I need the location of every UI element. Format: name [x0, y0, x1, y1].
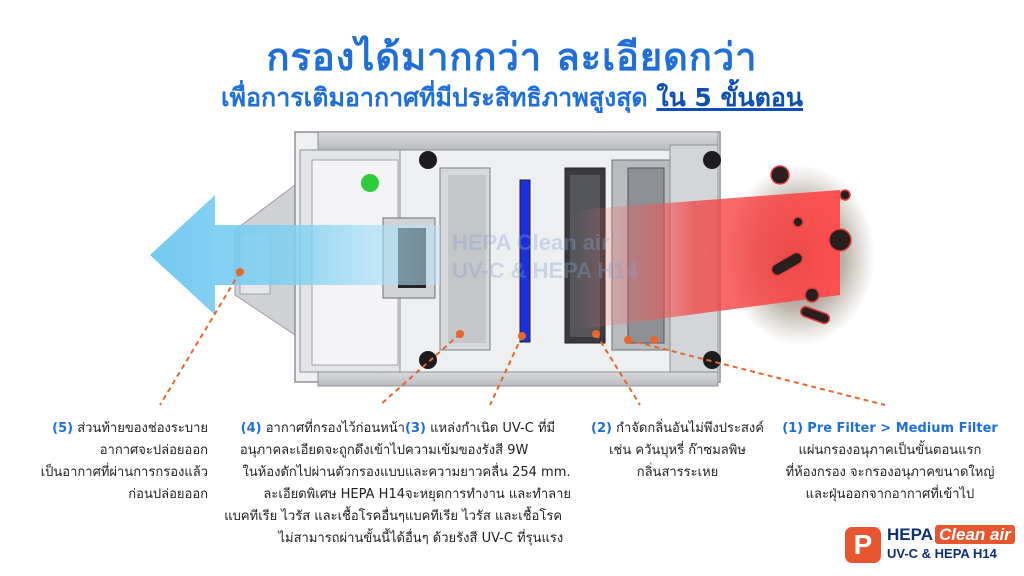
- subtitle-highlight: ใน 5 ขั้นตอน: [656, 83, 803, 112]
- step-2-caption: (2) กำจัดกลิ่นอันไม่พึงประสงค์ เช่น ควัน…: [591, 421, 764, 480]
- page-title: กรองได้มากกว่า ละเอียดกว่า: [266, 35, 758, 79]
- page-subtitle: เพื่อการเติมอากาศที่มีประสิทธิภาพสูงสุด …: [221, 83, 803, 112]
- indicator-light: [361, 174, 379, 192]
- watermark-line2: UV-C & HEPA H14: [452, 258, 639, 283]
- housing-top: [317, 131, 719, 151]
- housing-bottom: [317, 371, 719, 387]
- step-1-caption: (1) Pre Filter > Medium Filter แผ่นกรองอ…: [782, 421, 998, 502]
- leader-dots: [236, 268, 658, 344]
- watermark-line1: HEPA Clean air: [452, 230, 610, 255]
- dirty-air-beam: [575, 190, 840, 330]
- leader-lines: [159, 271, 886, 406]
- clean-air-arrow: [150, 195, 440, 315]
- virus-icons: [770, 165, 852, 303]
- step-5-caption: (5) ส่วนท้ายของช่องระบาย อากาศจะปล่อยออก…: [40, 421, 208, 502]
- step-3-caption: (3) แหล่งกำเนิด UV-C ที่มี ความเข้มของรั…: [405, 421, 571, 546]
- uv-lamp: [519, 179, 531, 343]
- logo-mark-icon: P: [845, 527, 881, 563]
- step-4-caption: (4) อากาศที่กรองไว้ก่อนหน้า อนุภาคละเอีย…: [224, 421, 405, 546]
- bacteria-icons: [770, 251, 831, 325]
- knob-icons: [419, 151, 721, 369]
